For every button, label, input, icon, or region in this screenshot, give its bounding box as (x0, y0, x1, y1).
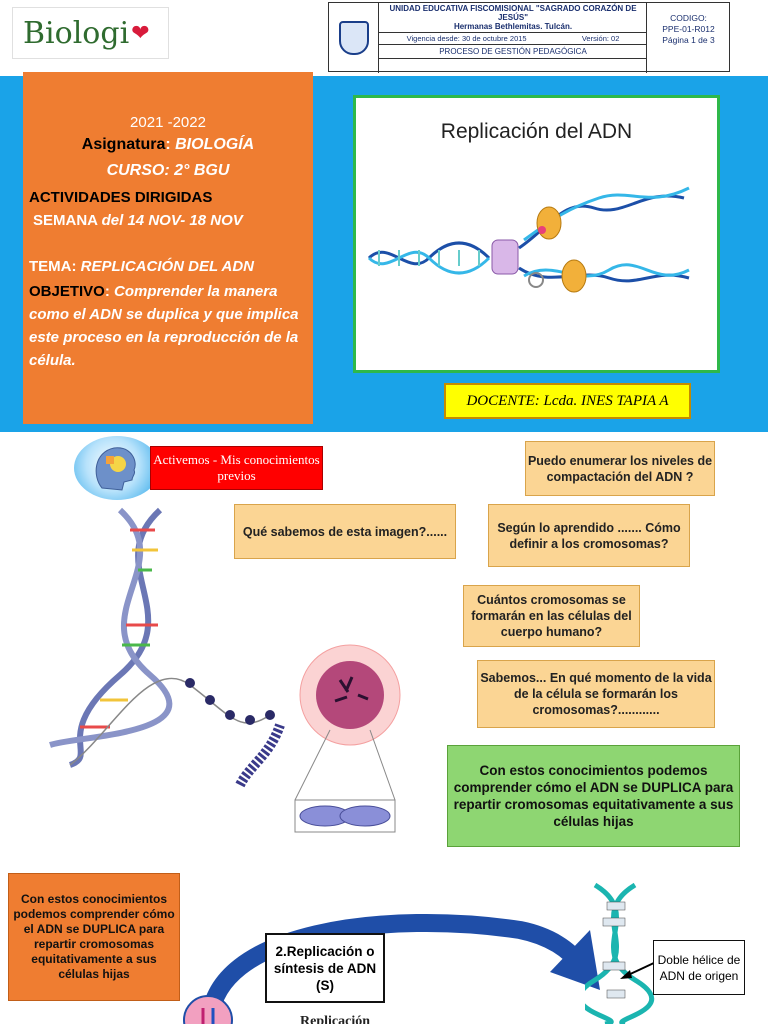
lower-daughter-helix (518, 259, 690, 293)
polymerase-lower (561, 259, 587, 293)
actividades-title: ACTIVIDADES DIRIGIDAS (29, 189, 213, 206)
version-text: Versión: 02 (581, 34, 620, 43)
pointer-arrow-icon (620, 961, 657, 979)
cell-division-icon (183, 995, 233, 1024)
crest-shield-icon (338, 21, 369, 55)
question-box-compactacion: Puedo enumerar los niveles de compactaci… (525, 441, 715, 496)
replication-fork-illustration (367, 186, 690, 293)
origin-dna-helix (585, 882, 655, 1024)
activemos-text: Activemos - Mis conocimientos previos (153, 452, 320, 483)
curso-line: CURSO: 2° BGU (106, 162, 230, 179)
activemos-banner: Activemos - Mis conocimientos previos (150, 446, 323, 490)
replication-section-title: Replicación (300, 1014, 400, 1024)
institution-header-table: UNIDAD EDUCATIVA FISCOMISIONAL "SAGRADO … (328, 2, 730, 73)
asignatura-label: Asignatura (81, 136, 166, 153)
institution-subtitle: Hermanas Bethlemitas. Tulcán. (453, 22, 573, 31)
school-crest (329, 3, 379, 73)
question-compactacion-text: Puedo enumerar los niveles de compactaci… (527, 453, 713, 484)
objetivo-value: Comprender la manera como el ADN se dupl… (29, 283, 299, 369)
origin-helix-label-box: Doble hélice de ADN de origen (653, 940, 745, 995)
semana-line: SEMANA del 14 NOV- 18 NOV (33, 212, 323, 229)
question-box-momento: Sabemos... En qué momento de la vida de … (477, 660, 715, 728)
replication-section-title-text: Replicación (300, 1014, 370, 1024)
docente-text: DOCENTE: Lcda. INES TAPIA A (466, 392, 669, 409)
conclusion-text: Con estos conocimientos podemos comprend… (453, 763, 734, 829)
origin-helix-label: Doble hélice de ADN de origen (657, 952, 741, 983)
dna-compaction-illustration (49, 507, 401, 833)
dna-double-helix (49, 507, 173, 768)
curso-value: 2° BGU (174, 162, 230, 179)
solenoid-coil (235, 723, 285, 788)
activity-info-panel: 2021 -2022 Asignatura: BIOLOGÍA CURSO: 2… (23, 72, 313, 424)
question-box-imagen: Qué sabemos de esta imagen?...... (234, 504, 456, 559)
question-box-cuantos: Cuántos cromosomas se formarán en las cé… (463, 585, 640, 647)
semana-value: del 14 NOV- 18 NOV (101, 212, 243, 229)
page-label: Página 1 de 3 (662, 35, 715, 45)
semana-label: SEMANA (33, 212, 98, 229)
vigencia-row: Vigencia desde: 30 de octubre 2015 Versi… (379, 33, 647, 45)
tema-line: TEMA: REPLICACIÓN DEL ADN (29, 258, 319, 275)
document-code-cell: CODIGO: PPE-01-R012 Página 1 de 3 (647, 3, 730, 73)
proceso-row: PROCESO DE GESTIÓN PEDAGÓGICA (379, 45, 647, 59)
ligase-enzyme (528, 272, 544, 288)
figure-title: Replicación del ADN (440, 120, 633, 143)
nucleus-circle (316, 661, 384, 729)
asignatura-value: BIOLOGÍA (175, 136, 255, 153)
arrow-shaft (201, 913, 588, 1024)
conclusion-bottom-text: Con estos conocimientos podemos comprend… (13, 892, 175, 981)
conclusion-box-bottom: Con estos conocimientos podemos comprend… (8, 873, 180, 1001)
code-value: PPE-01-R012 (662, 24, 715, 34)
thinking-head-icon (74, 436, 160, 500)
helicase-enzyme (491, 239, 519, 275)
arrow-head-icon (550, 930, 600, 990)
tema-value: REPLICACIÓN DEL ADN (80, 258, 255, 275)
biologia-logo: Biologi❤ (12, 7, 169, 59)
code-label: CODIGO: (670, 13, 707, 23)
polymerase-upper (536, 206, 562, 240)
question-box-cromosomas: Según lo aprendido ....... Cómo definir … (488, 504, 690, 567)
asignatura-line: Asignatura: BIOLOGÍA (81, 136, 255, 153)
question-cromosomas-text: Según lo aprendido ....... Cómo definir … (497, 520, 681, 551)
conclusion-box: Con estos conocimientos podemos comprend… (447, 745, 740, 847)
primase-enzyme (538, 226, 546, 234)
docente-label: DOCENTE: Lcda. INES TAPIA A (444, 383, 691, 419)
replication-step-text: 2.Replicación o síntesis de ADN (S) (273, 943, 377, 993)
dna-replication-figure: Replicación del ADN (353, 95, 720, 373)
tema-label: TEMA: (29, 258, 77, 275)
question-imagen-text: Qué sabemos de esta imagen?...... (242, 524, 448, 539)
question-momento-text: Sabemos... En qué momento de la vida de … (480, 671, 712, 717)
institution-info: UNIDAD EDUCATIVA FISCOMISIONAL "SAGRADO … (379, 3, 647, 73)
question-cuantos-text: Cuántos cromosomas se formarán en las cé… (471, 593, 632, 639)
institution-title-cell: UNIDAD EDUCATIVA FISCOMISIONAL "SAGRADO … (379, 3, 647, 33)
replication-step-box: 2.Replicación o síntesis de ADN (S) (265, 933, 385, 1003)
objetivo-block: OBJETIVO: Comprender la manera como el A… (29, 283, 299, 369)
upper-daughter-helix (518, 186, 690, 250)
proceso-text: PROCESO DE GESTIÓN PEDAGÓGICA (439, 47, 587, 56)
school-year: 2021 -2022 (130, 114, 206, 131)
proceso-clase-row (379, 59, 647, 73)
curso-label: CURSO (106, 162, 165, 179)
curved-arrow (201, 913, 600, 1024)
parental-helix (367, 241, 491, 275)
logo-text: Biologi (23, 15, 130, 51)
vigencia-text: Vigencia desde: 30 de octubre 2015 (406, 34, 527, 43)
institution-name: UNIDAD EDUCATIVA FISCOMISIONAL "SAGRADO … (389, 4, 637, 22)
heart-icon: ❤ (131, 20, 150, 46)
objetivo-label: OBJETIVO (29, 283, 105, 300)
